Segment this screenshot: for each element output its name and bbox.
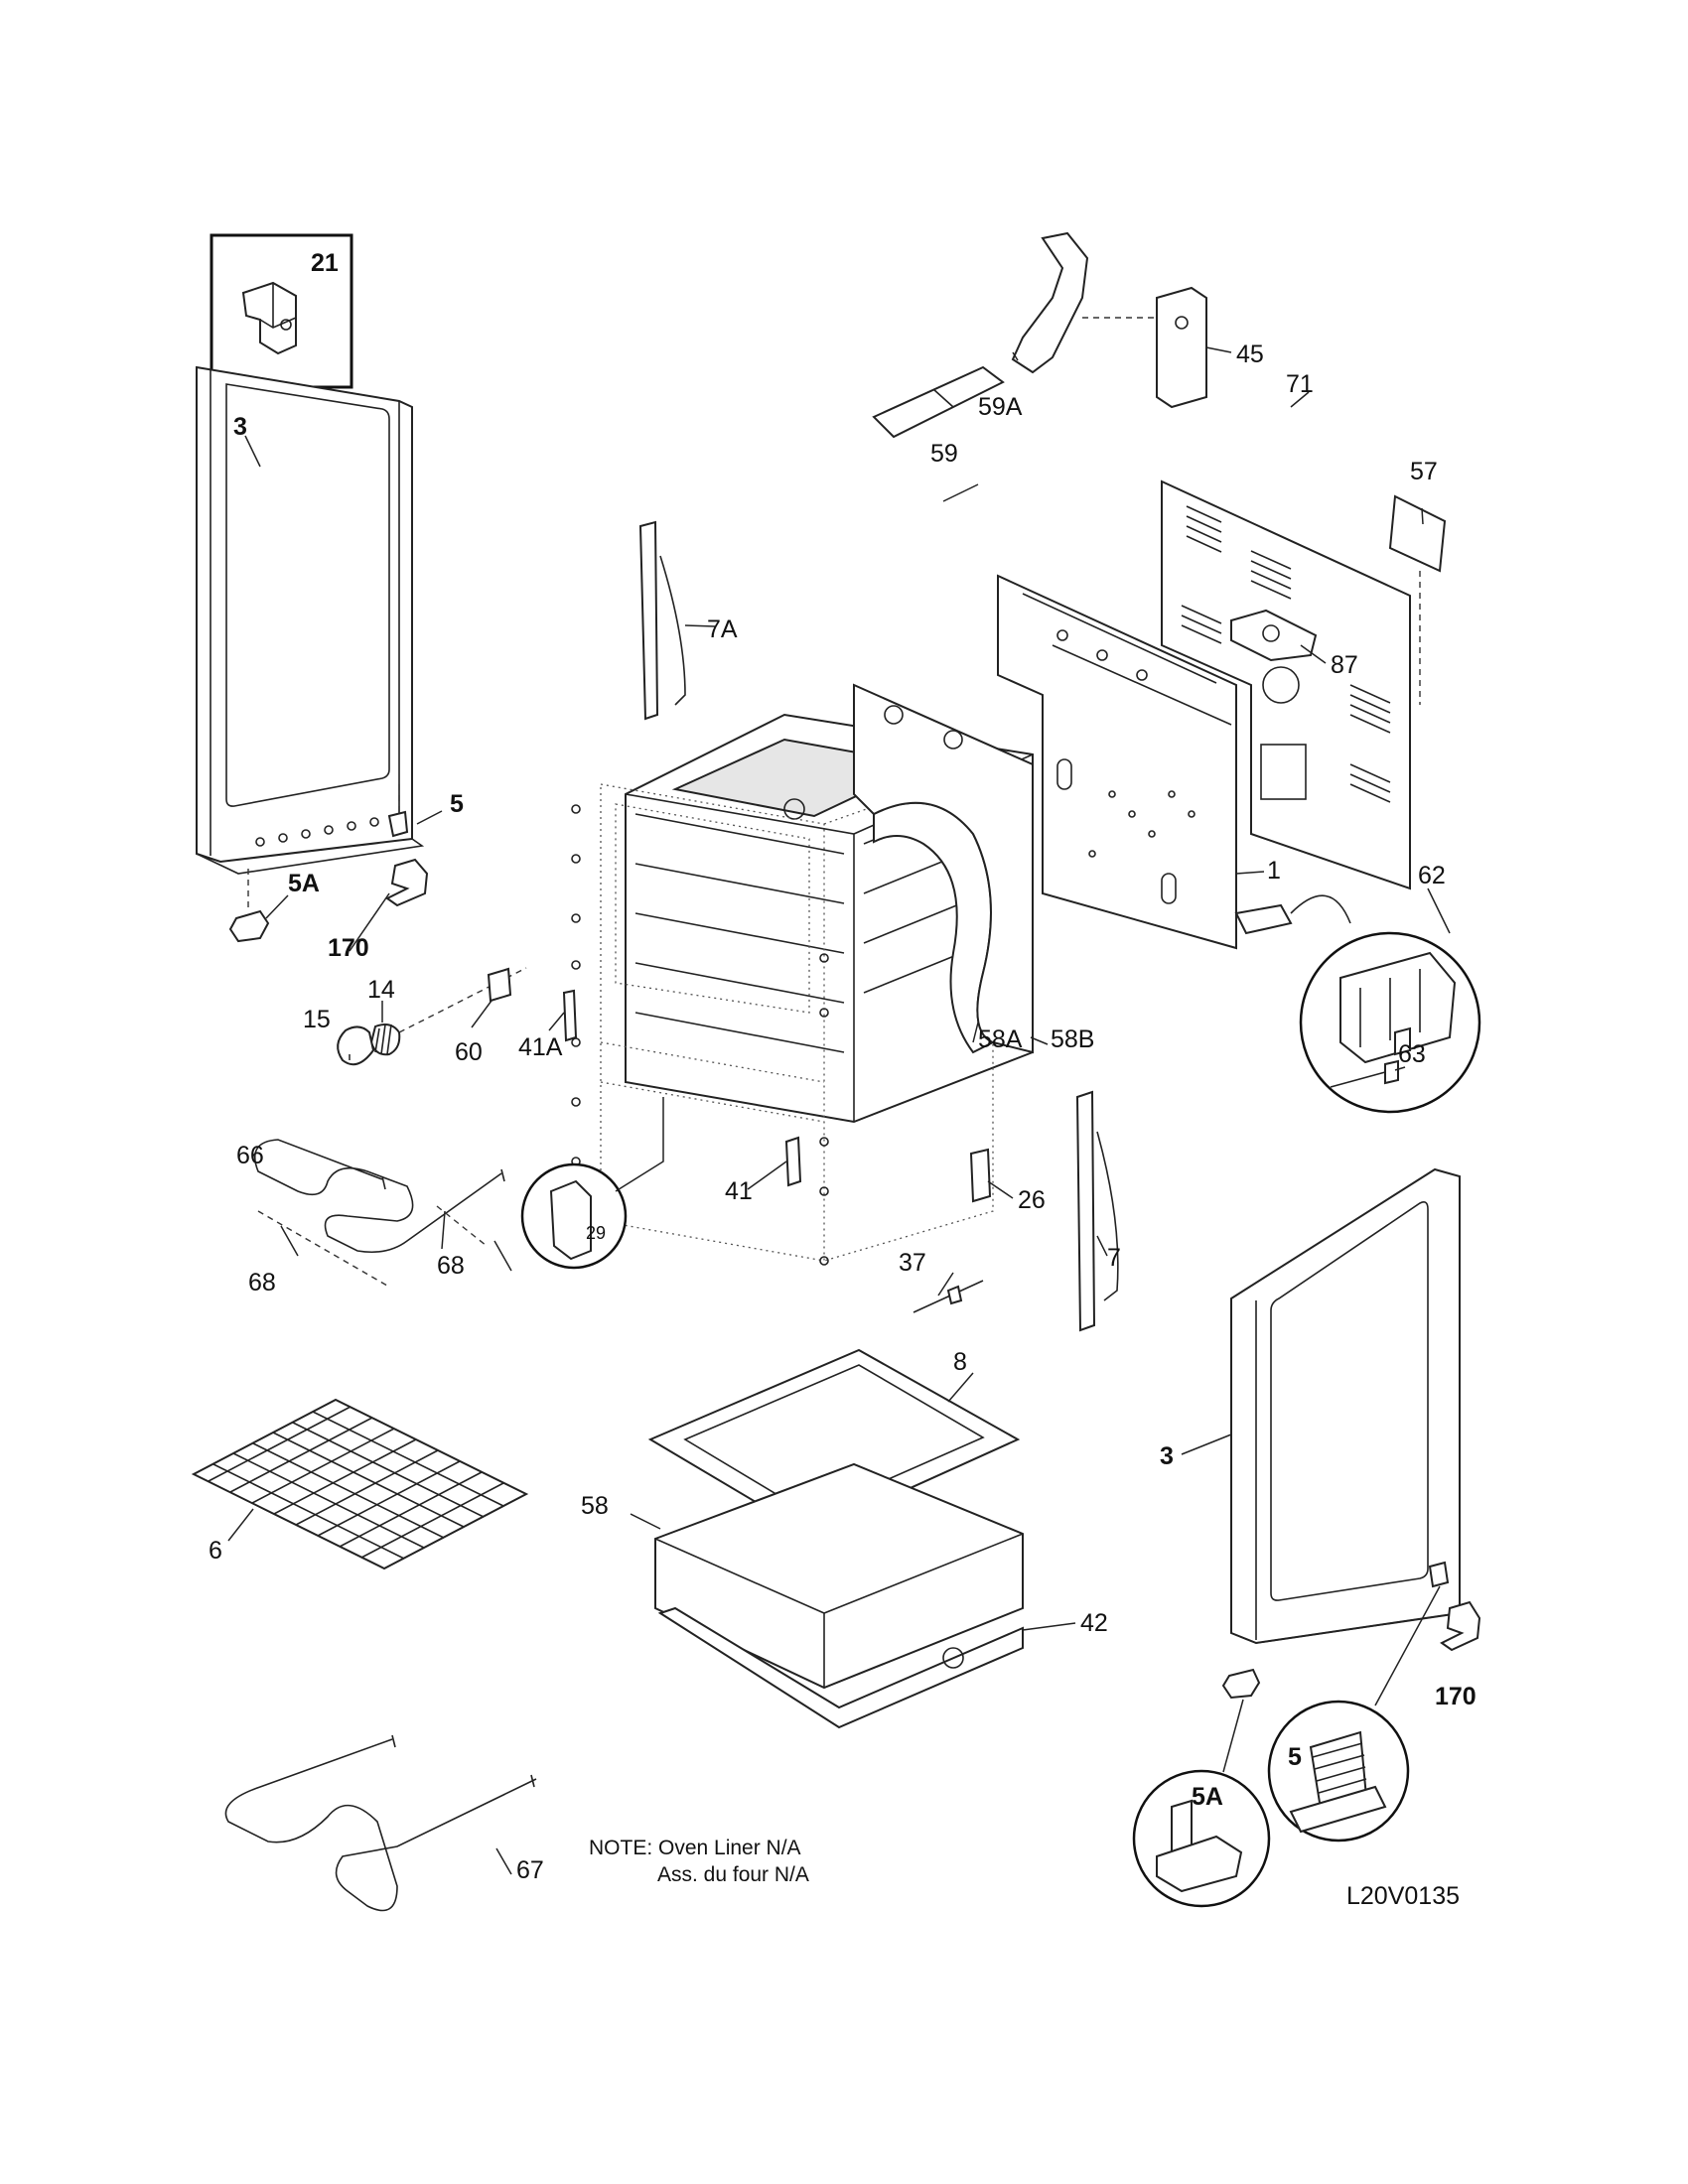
screw-63 (1330, 1059, 1399, 1088)
rack-support-7a (638, 520, 686, 721)
insulation-58 (654, 1462, 1024, 1690)
hinge-170-right (1440, 1600, 1481, 1652)
clip-26 (969, 1148, 992, 1203)
callout-58a: 58A (978, 1025, 1023, 1053)
callout-66: 66 (236, 1142, 264, 1169)
callout-68-left: 68 (248, 1269, 276, 1297)
callout-6: 6 (209, 1537, 222, 1565)
callout-5-right: 5 (1288, 1743, 1302, 1771)
callout-3-right: 3 (1160, 1442, 1174, 1470)
diagram-code: L20V0135 (1346, 1882, 1460, 1910)
callout-7: 7 (1107, 1244, 1121, 1272)
oven-door-left (196, 365, 425, 875)
bracket-41 (784, 1136, 802, 1187)
inset-part-21 (210, 233, 353, 389)
detail-circle-5a-right (1132, 1699, 1271, 1908)
detail-circle-29 (520, 1097, 664, 1270)
callout-63: 63 (1398, 1040, 1426, 1068)
note-line-1: NOTE: Oven Liner N/A (589, 1837, 801, 1859)
callout-5-left: 5 (450, 790, 464, 818)
callout-14: 14 (367, 976, 395, 1004)
callout-1: 1 (1267, 857, 1281, 885)
hinge-5a-left (228, 869, 270, 943)
callout-26: 26 (1018, 1186, 1046, 1214)
temp-sensor-37 (913, 1280, 984, 1313)
callout-8: 8 (953, 1348, 967, 1376)
callout-170-right: 170 (1435, 1683, 1477, 1710)
callout-67: 67 (516, 1856, 544, 1884)
label-57 (1388, 494, 1447, 705)
callout-87: 87 (1331, 651, 1358, 679)
callout-29: 29 (586, 1223, 606, 1243)
vent-duct-59 (872, 365, 1005, 439)
callout-21: 21 (311, 249, 339, 277)
leader-lines (227, 346, 1451, 1875)
callout-62: 62 (1418, 862, 1446, 889)
broil-element-67 (224, 1734, 537, 1912)
callout-45: 45 (1236, 341, 1264, 368)
callout-41a: 41A (518, 1033, 563, 1061)
rear-panel-1 (997, 574, 1237, 950)
hinge-receiver-5-left (387, 784, 409, 838)
callout-71: 71 (1286, 370, 1314, 398)
terminal-block-62 (1234, 894, 1481, 1114)
lamp-socket-14 (369, 1024, 401, 1056)
callout-60: 60 (455, 1038, 483, 1066)
callout-labels: 21 3 5 5A 170 14 15 60 41A 66 68 68 29 4… (209, 249, 1477, 1884)
callout-58: 58 (581, 1492, 609, 1520)
hinge-170-left (385, 858, 429, 907)
callout-15: 15 (303, 1006, 331, 1033)
bake-element-66 (253, 1139, 505, 1287)
callout-3-left: 3 (233, 413, 247, 441)
oven-rack-6 (191, 1398, 529, 1570)
callout-7a: 7A (707, 615, 738, 643)
callout-59: 59 (930, 440, 958, 468)
bottom-cover-42 (657, 1606, 1024, 1729)
callout-59a: 59A (978, 393, 1023, 421)
bracket-41a (562, 989, 578, 1042)
oven-door-right (1230, 1167, 1461, 1645)
callout-5a-right: 5A (1192, 1783, 1223, 1811)
vent-duct-59a (1011, 231, 1089, 374)
back-cover-71 (1161, 479, 1411, 890)
rack-support-7 (1075, 1090, 1119, 1332)
callout-42: 42 (1080, 1609, 1108, 1637)
detail-circle-5-right (1267, 1585, 1441, 1843)
callout-58b: 58B (1051, 1025, 1094, 1053)
callout-5a-left: 5A (288, 870, 320, 897)
lamp-bulb-15 (337, 1025, 375, 1066)
callout-37: 37 (899, 1249, 926, 1277)
bracket-60 (487, 967, 512, 1003)
vent-baffle-45 (1082, 286, 1207, 409)
note-line-2: Ass. du four N/A (657, 1863, 809, 1886)
insulation-58b (853, 683, 1034, 1054)
callout-170-left: 170 (328, 934, 369, 962)
callout-57: 57 (1410, 458, 1438, 485)
callout-41: 41 (725, 1177, 753, 1205)
gasket-87 (1230, 609, 1318, 662)
hinge-receiver-5-right (1428, 1561, 1450, 1588)
hinge-5a-right-small (1221, 1668, 1261, 1700)
callout-68-right: 68 (437, 1252, 465, 1280)
